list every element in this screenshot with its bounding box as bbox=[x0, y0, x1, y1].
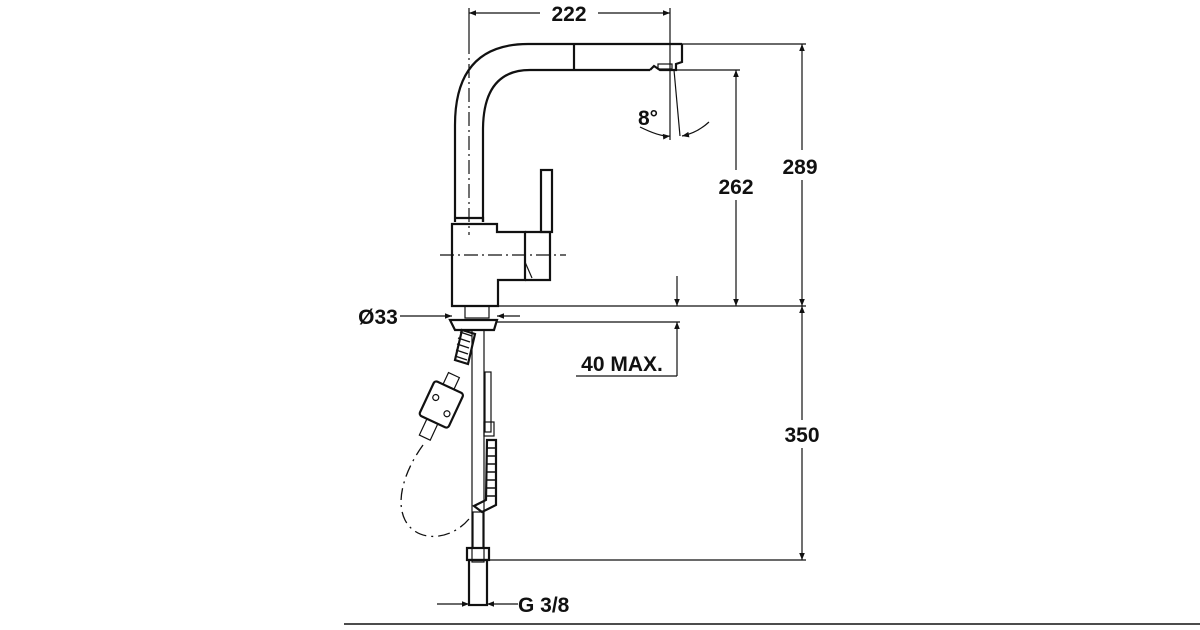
mounting-hardware bbox=[400, 305, 499, 607]
dimension-hole-diameter: Ø33 bbox=[358, 306, 520, 329]
dimension-label-40-max: 40 MAX. bbox=[581, 353, 663, 376]
faucet-body bbox=[440, 40, 566, 308]
dimension-hose-length: 350 bbox=[489, 306, 820, 561]
faucet-spout bbox=[453, 42, 684, 222]
dimension-countertop-thickness: 40 MAX. bbox=[497, 276, 680, 377]
dimension-label-289: 289 bbox=[782, 156, 817, 179]
dimension-spout-angle: 8° bbox=[638, 69, 710, 140]
dimension-label-350: 350 bbox=[784, 424, 819, 447]
dimension-label-262: 262 bbox=[718, 176, 753, 199]
dimension-label-diameter: Ø33 bbox=[358, 306, 398, 329]
dimension-spout-reach: 222 bbox=[468, 3, 671, 140]
dimension-total-height: 289 bbox=[682, 43, 818, 306]
dimension-label-g38: G 3/8 bbox=[518, 594, 570, 617]
hose-connector bbox=[418, 371, 464, 441]
dimension-thread: G 3/8 bbox=[437, 594, 570, 617]
dimension-label-222: 222 bbox=[551, 3, 586, 26]
dimension-label-8deg: 8° bbox=[638, 107, 658, 130]
dimension-spout-height: 262 bbox=[676, 69, 754, 306]
